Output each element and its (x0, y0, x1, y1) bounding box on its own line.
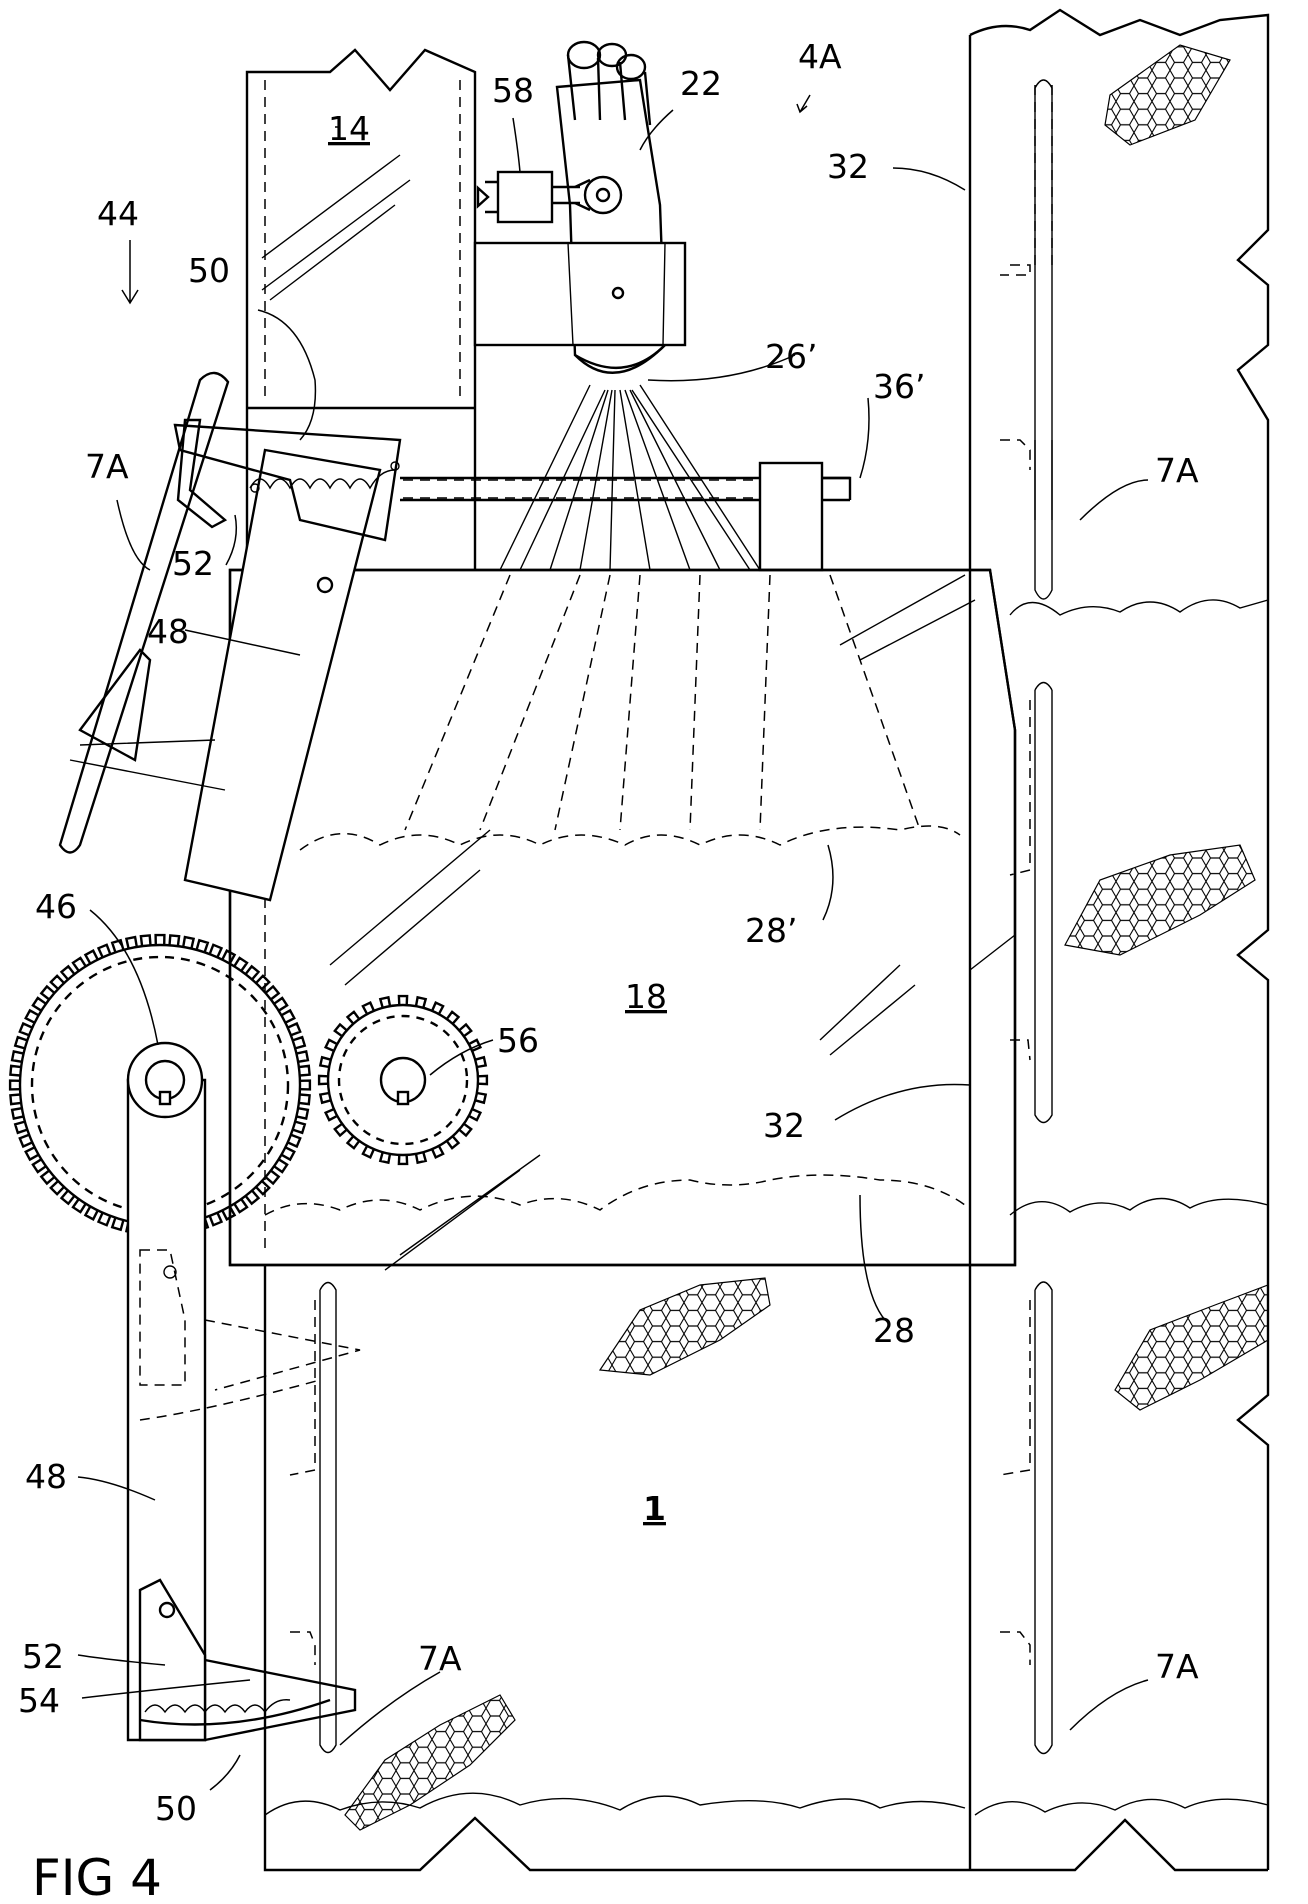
label-48-bottom: 48 (25, 1457, 67, 1496)
figure-caption: FIG 4 (32, 1849, 162, 1904)
label-58: 58 (492, 71, 534, 110)
right-panel-32 (968, 8, 1270, 1870)
label-28p: 28’ (745, 911, 797, 950)
label-32-top: 32 (827, 147, 869, 186)
main-panel-18 (228, 568, 1017, 1271)
reference-labels: 14 58 22 4A 32 44 50 26’ 36’ 7A 7A 52 48… (18, 37, 1199, 1904)
label-28: 28 (873, 1311, 915, 1350)
label-7a-right-top: 7A (1155, 451, 1199, 490)
label-18: 18 (625, 977, 667, 1016)
rod-36p (400, 461, 852, 572)
label-52-top: 52 (172, 544, 214, 583)
label-14: 14 (328, 109, 370, 148)
label-7a-right-bottom: 7A (1155, 1647, 1199, 1686)
main-panel-outline (228, 568, 1017, 1267)
label-26p: 26’ (765, 337, 817, 376)
label-50-top: 50 (188, 251, 230, 290)
label-44: 44 (97, 194, 139, 233)
upper-panel-14 (245, 48, 477, 570)
label-46: 46 (35, 887, 77, 926)
label-7a-bottom: 7A (418, 1639, 462, 1678)
label-54: 54 (18, 1681, 60, 1720)
upper-bracket-7a (58, 371, 230, 854)
gear-56 (317, 994, 489, 1166)
nozzle-mount-block (473, 241, 687, 347)
label-22: 22 (680, 64, 722, 103)
mesh-patch-top-right (1104, 44, 1231, 146)
mesh-patch-lower-right (1114, 1284, 1269, 1411)
gear-56-teeth (317, 994, 489, 1166)
mesh-patch-center (598, 1277, 771, 1376)
leader-lines (77, 94, 1149, 1791)
label-32-mid: 32 (763, 1106, 805, 1145)
lower-arm-48 (126, 1041, 361, 1742)
label-36p: 36’ (873, 367, 925, 406)
label-1: 1 (643, 1489, 666, 1528)
label-48-top: 48 (147, 612, 189, 651)
mesh-patch-bottom-left (344, 1694, 516, 1831)
actuator-58 (476, 170, 623, 224)
label-7a-left: 7A (85, 447, 129, 486)
label-56: 56 (497, 1021, 539, 1060)
upper-arm-48 (173, 423, 402, 902)
label-50-bottom: 50 (155, 1789, 197, 1828)
mesh-patch-mid-right (1064, 844, 1256, 956)
label-52-bottom: 52 (22, 1637, 64, 1676)
label-4a: 4A (798, 37, 842, 76)
